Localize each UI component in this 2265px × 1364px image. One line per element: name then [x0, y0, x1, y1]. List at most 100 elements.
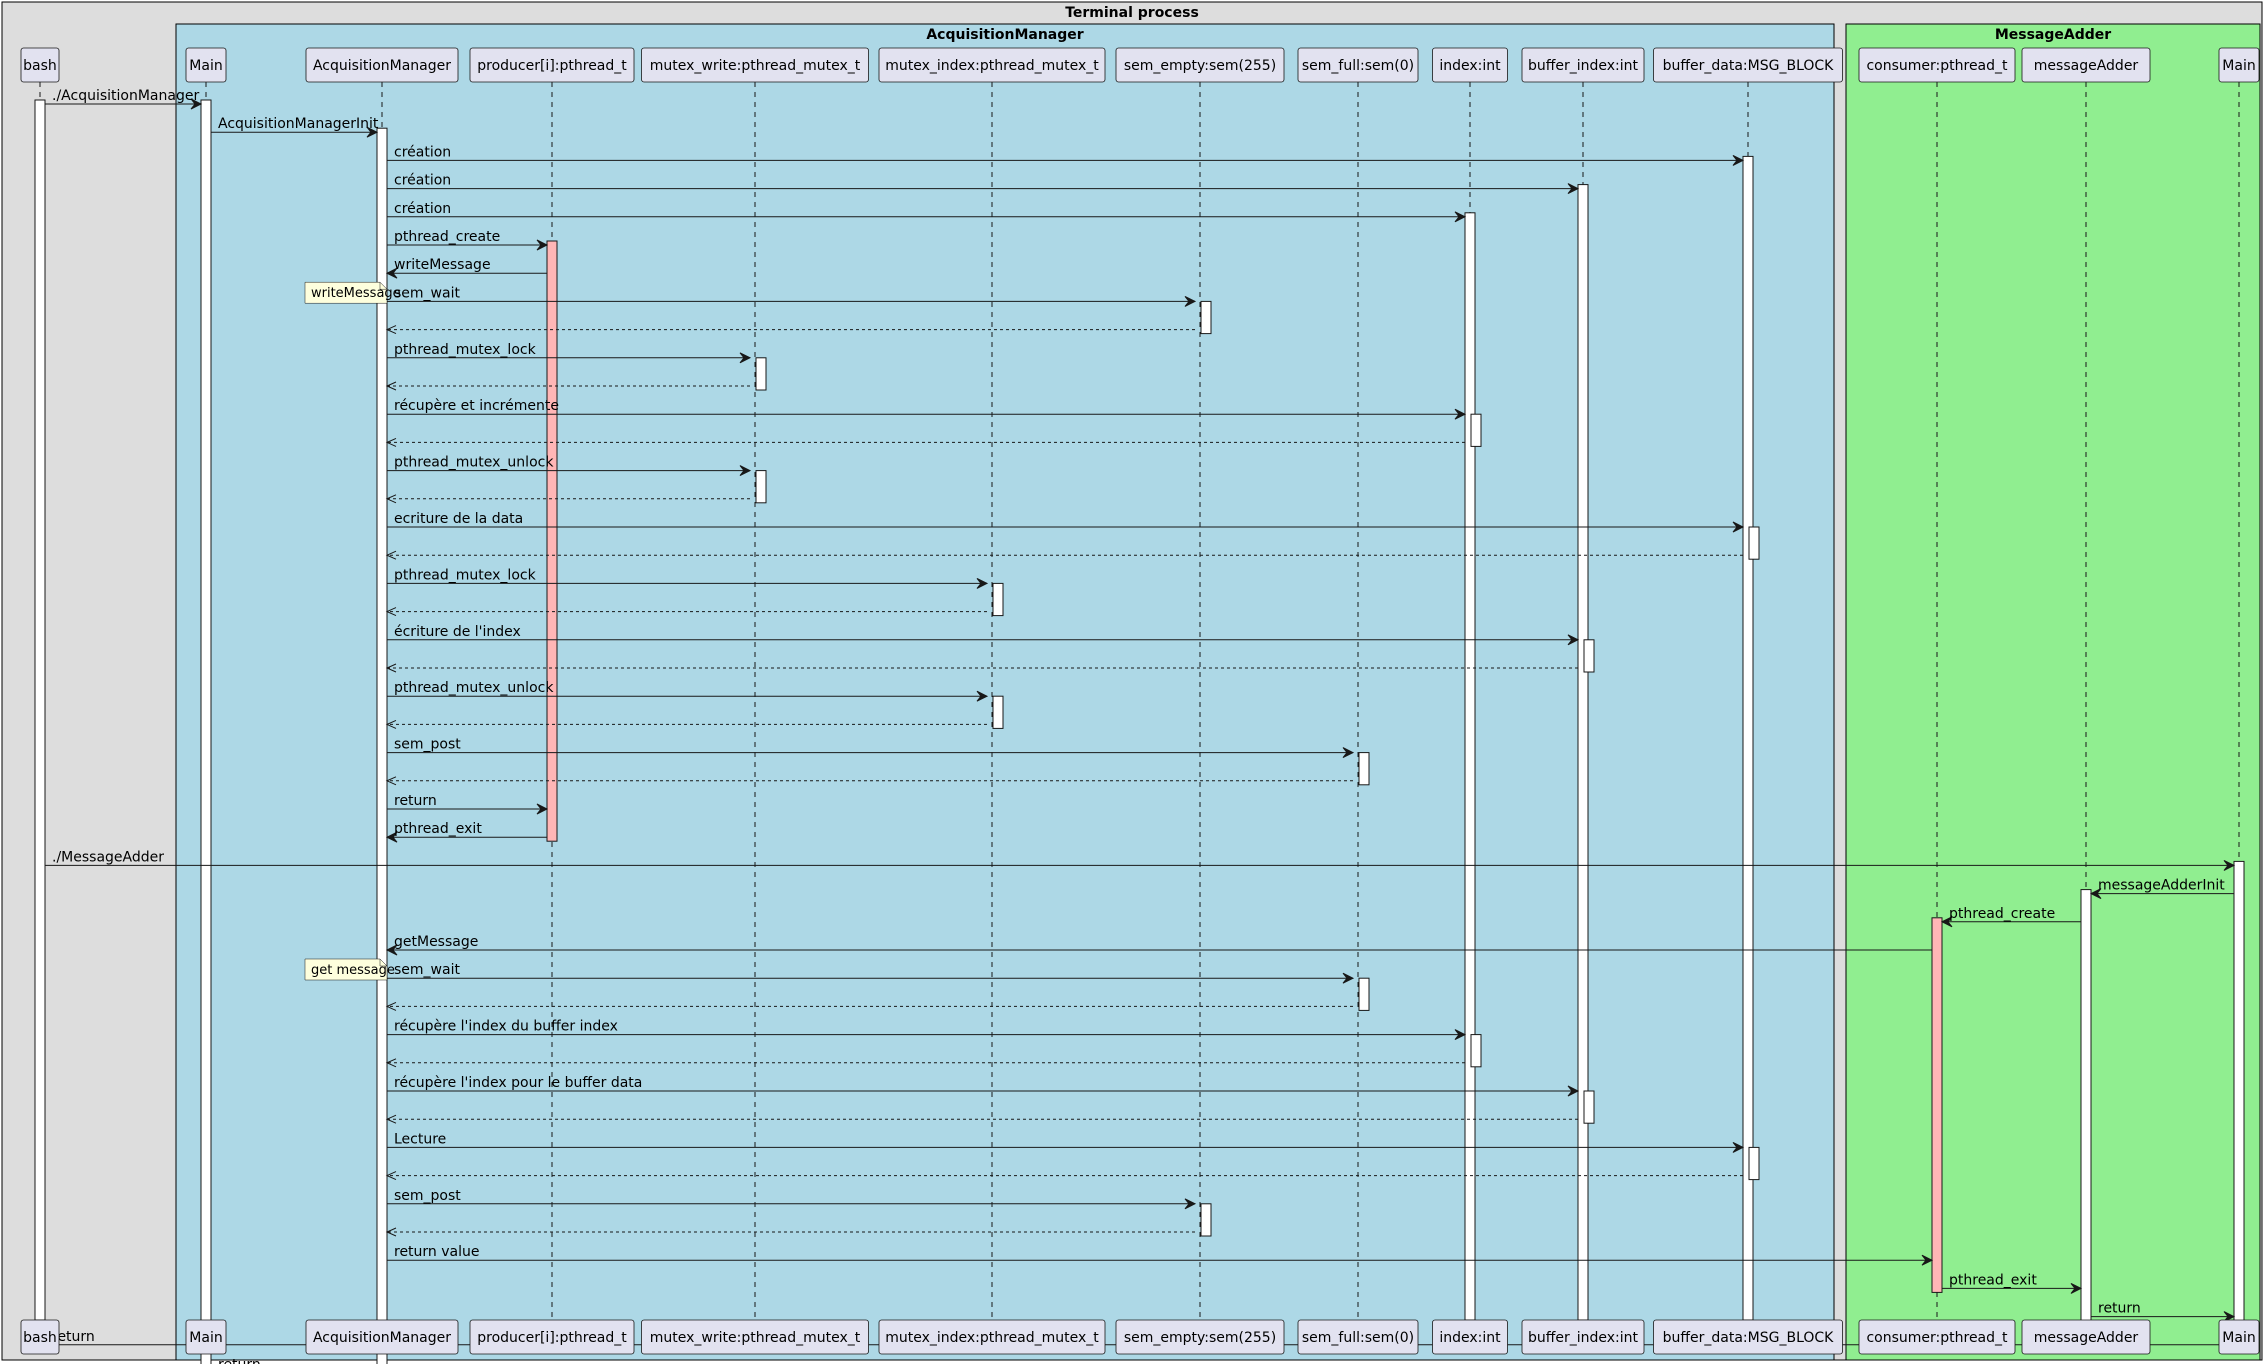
message-arrowhead-15	[1732, 521, 1745, 533]
message-arrowhead-34	[385, 1058, 397, 1068]
call-activation-buffer_index	[1583, 639, 1595, 673]
call-activation-buffer_data	[1748, 526, 1760, 560]
participant-label-bottom-buffer_index: buffer_index:int	[1528, 1330, 1639, 1346]
note-box-0	[304, 281, 388, 304]
terminal-process-title: Terminal process	[1065, 5, 1199, 21]
participant-box-top-acqmgr	[305, 47, 459, 83]
message-label-3: création	[394, 173, 451, 189]
participant-label-bottom-mutex_index: mutex_index:pthread_mutex_t	[885, 1330, 1099, 1346]
message-arrowhead-12	[385, 437, 397, 447]
participant-label-bottom-main: Main	[189, 1330, 222, 1346]
message-arrowhead-35	[1567, 1085, 1580, 1097]
participant-label-bottom-buffer_data: buffer_data:MSG_BLOCK	[1663, 1330, 1835, 1346]
message-arrowhead-42	[2070, 1282, 2083, 1294]
message-arrowhead-8	[385, 325, 397, 335]
message-arrowhead-14	[385, 494, 397, 504]
activation-producer	[546, 240, 558, 842]
participant-box-bottom-sem_empty	[1115, 1319, 1285, 1355]
call-activation-sem_empty	[1200, 1203, 1212, 1237]
message-label-35: récupère l'index pour le buffer data	[394, 1075, 642, 1091]
participant-box-bottom-main2	[2218, 1319, 2260, 1355]
message-arrowhead-24	[385, 776, 397, 786]
call-activation-index	[1470, 413, 1482, 447]
message-arrowhead-28	[2089, 888, 2102, 900]
participant-box-bottom-bash	[20, 1319, 60, 1355]
participant-box-top-sem_empty	[1115, 47, 1285, 83]
message-arrowhead-21	[976, 690, 989, 702]
message-arrowhead-5	[536, 239, 549, 251]
message-label-15: ecriture de la data	[394, 511, 523, 527]
call-activation-sem_empty	[1200, 300, 1212, 335]
message-arrowhead-23	[1342, 747, 1355, 759]
participant-box-bottom-buffer_index	[1521, 1319, 1645, 1355]
activations-layer	[34, 99, 2245, 1364]
participant-label-top-sem_full: sem_full:sem(0)	[1302, 58, 1414, 74]
message-label-1: AcquisitionManagerInit	[218, 116, 379, 132]
message-label-28: messageAdderInit	[2098, 878, 2225, 894]
participant-box-top-bash	[20, 47, 60, 83]
message-label-17: pthread_mutex_lock	[394, 567, 537, 583]
participant-label-top-sem_empty: sem_empty:sem(255)	[1124, 58, 1276, 74]
activation-main	[200, 99, 212, 1364]
call-activation-mutex_write	[755, 357, 767, 391]
message-arrowhead-19	[1567, 634, 1580, 646]
message-arrowhead-33	[1454, 1029, 1467, 1041]
participant-label-bottom-bash: bash	[23, 1330, 57, 1346]
participant-label-top-buffer_index: buffer_index:int	[1528, 58, 1639, 74]
participant-box-top-producer	[469, 47, 635, 83]
message-label-42: pthread_exit	[1949, 1272, 2037, 1288]
call-activation-buffer_index	[1583, 1090, 1595, 1124]
message-label-0: ./AcquisitionManager	[52, 88, 199, 104]
message-label-5: pthread_create	[394, 229, 500, 245]
message-label-21: pthread_mutex_unlock	[394, 680, 554, 696]
participant-box-bottom-producer	[469, 1319, 635, 1355]
message-arrowhead-0	[190, 98, 203, 110]
participant-box-top-messageAdder	[2021, 47, 2151, 83]
participant-box-bottom-mutex_write	[641, 1319, 869, 1355]
message-arrowhead-30	[385, 944, 398, 956]
note-label-1: get message	[311, 963, 395, 978]
message-arrowhead-13	[739, 465, 752, 477]
call-activation-sem_full	[1358, 977, 1370, 1011]
message-label-33: récupère l'index du buffer index	[394, 1019, 618, 1035]
message-label-2: création	[394, 144, 451, 160]
message-label-11: récupère et incrémente	[394, 398, 559, 414]
message-arrowhead-25	[536, 803, 549, 815]
messages-layer: ./AcquisitionManagerAcquisitionManagerIn…	[43, 88, 2236, 1364]
note-box-1	[304, 958, 388, 981]
participant-label-bottom-acqmgr: AcquisitionManager	[313, 1330, 451, 1346]
participant-box-bottom-consumer	[1858, 1319, 2016, 1355]
message-arrowhead-9	[739, 352, 752, 364]
message-arrowhead-40	[385, 1227, 397, 1237]
message-arrowhead-1	[366, 126, 379, 138]
participant-box-bottom-sem_full	[1297, 1319, 1419, 1355]
message-arrowhead-3	[1567, 183, 1580, 195]
participant-heads-layer: bashbashMainMainAcquisitionManagerAcquis…	[20, 47, 2260, 1355]
message-label-29: pthread_create	[1949, 906, 2055, 922]
participant-label-top-main: Main	[189, 58, 222, 74]
message-arrowhead-39	[1184, 1198, 1197, 1210]
message-arrowhead-7	[1184, 295, 1197, 307]
activation-main2	[2233, 860, 2245, 1350]
message-adder-group-title: MessageAdder	[1995, 27, 2111, 43]
message-arrowhead-36	[385, 1114, 397, 1124]
activation-acqmgr	[376, 127, 388, 1364]
acquisition-manager-group	[175, 23, 1835, 1361]
message-arrowhead-37	[1732, 1141, 1745, 1153]
participant-box-top-main2	[2218, 47, 2260, 83]
message-arrowhead-6	[385, 267, 398, 279]
message-label-9: pthread_mutex_lock	[394, 342, 537, 358]
participant-box-bottom-acqmgr	[305, 1319, 459, 1355]
message-arrowhead-2	[1732, 154, 1745, 166]
message-label-7: sem_wait	[394, 285, 460, 301]
participant-label-top-main2: Main	[2222, 58, 2255, 74]
message-arrowhead-41	[1921, 1254, 1934, 1266]
participant-box-top-mutex_index	[878, 47, 1106, 83]
message-label-45: return	[218, 1357, 261, 1364]
message-label-13: pthread_mutex_unlock	[394, 455, 554, 471]
participant-box-bottom-main	[185, 1319, 227, 1355]
activation-buffer_index	[1577, 184, 1589, 1321]
